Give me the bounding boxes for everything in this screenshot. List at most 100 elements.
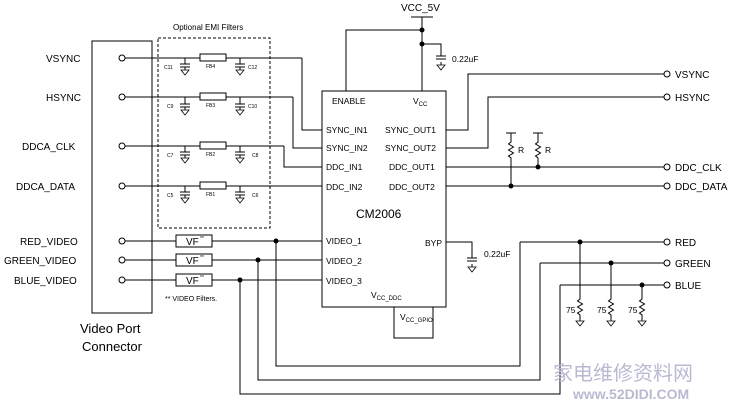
output-ddc-data: DDC_DATA xyxy=(663,182,728,193)
chip-enable-pin: ENABLE xyxy=(332,96,366,106)
chip-ddc-in2-pin: DDC_IN2 xyxy=(326,182,363,192)
wire-blue-return xyxy=(239,280,561,395)
connector-pin-label: VSYNC xyxy=(46,54,80,65)
chip-sync-in2-pin: SYNC_IN2 xyxy=(326,143,368,153)
chip-video3-pin: VIDEO_3 xyxy=(326,276,362,286)
byp-cap-label: 0.22uF xyxy=(484,249,510,259)
termination-label: 75 xyxy=(628,305,638,315)
termination-resistor-green: 75 xyxy=(597,260,616,327)
vf-label: VF xyxy=(186,276,199,287)
connector-pin-hsync: HSYNC xyxy=(46,93,126,104)
connector-pin-label: DDCA_CLK xyxy=(22,142,76,153)
termination-label: 75 xyxy=(566,305,576,315)
vf-marker: ** xyxy=(200,255,204,261)
connector-pin-vsync: VSYNC xyxy=(46,54,126,65)
wire-sync-in1 xyxy=(301,58,322,131)
connector-pin-label: GREEN_VIDEO xyxy=(4,256,76,267)
cap-label: C5 xyxy=(167,193,174,199)
connector-title-line1: Video Port xyxy=(80,321,141,336)
watermark-chinese: 家电维修资料网 xyxy=(553,361,693,385)
chip-vcc-gpio-pin: VCC_GPIO xyxy=(400,312,433,324)
supply-label: VCC_5V xyxy=(401,3,440,14)
ferrite-bead-fb3 xyxy=(199,92,227,101)
vf-label: VF xyxy=(186,237,199,248)
wire-red-return xyxy=(275,241,521,367)
chip-sync-in1-pin: SYNC_IN1 xyxy=(326,125,368,135)
resistor-label: R xyxy=(518,145,524,155)
connector-title-line2: Connector xyxy=(82,339,143,354)
output-hsync: HSYNC xyxy=(663,93,710,104)
cm2006-chip xyxy=(321,90,447,308)
pullup-resistor-1: R xyxy=(506,132,524,189)
connector-pin-blue-video: BLUE_VIDEO xyxy=(14,276,126,287)
output-label: DDC_CLK xyxy=(675,163,722,174)
bead-label: FB4 xyxy=(206,64,215,70)
output-label: HSYNC xyxy=(675,93,710,104)
vf-label: VF xyxy=(186,256,199,267)
wire-sync-in2 xyxy=(292,97,322,149)
chip-video1-pin: VIDEO_1 xyxy=(326,236,362,246)
pullup-resistor-2: R xyxy=(533,132,551,170)
bead-label: FB3 xyxy=(206,103,215,109)
output-label: GREEN xyxy=(675,259,711,270)
video-port-connector-box xyxy=(91,40,153,314)
junction-dot xyxy=(419,27,425,33)
connector-pin-ddca-clk: DDCA_CLK xyxy=(22,142,126,153)
connector-pin-ddca-data: DDCA_DATA xyxy=(16,182,126,193)
wire-ddc-in1 xyxy=(283,146,322,168)
cap-label: C6 xyxy=(252,193,259,199)
termination-resistor-blue: 75 xyxy=(628,282,647,327)
connector-pin-label: DDCA_DATA xyxy=(16,182,75,193)
chip-video2-pin: VIDEO_2 xyxy=(326,256,362,266)
output-vsync: VSYNC xyxy=(663,70,709,81)
chip-sync-out1-pin: SYNC_OUT1 xyxy=(385,125,436,135)
output-red: RED xyxy=(663,238,696,249)
output-label: BLUE xyxy=(675,281,701,292)
cap-label: C8 xyxy=(252,153,259,159)
emi-row-4: C5 FB1 C6 xyxy=(125,181,322,204)
watermark-url: www.52DIDI.COM xyxy=(572,386,689,402)
chip-vcc-ddc-pin: VCC_DDC xyxy=(371,290,402,302)
chip-vcc-pin: VCC xyxy=(413,96,428,108)
cap-label: C12 xyxy=(248,65,257,71)
wire-enable xyxy=(345,29,422,91)
output-label: DDC_DATA xyxy=(675,182,728,193)
video-filter-blue: VF ** xyxy=(125,273,322,287)
chip-ddc-out1-pin: DDC_OUT1 xyxy=(389,162,435,172)
emi-row-2: C9 FB3 C10 xyxy=(125,92,293,116)
chip-sync-out2-pin: SYNC_OUT2 xyxy=(385,143,436,153)
emi-filters-title: Optional EMI Filters xyxy=(173,23,243,32)
emi-filters-dashed-box xyxy=(157,37,271,229)
wire-sync-out1 xyxy=(446,73,664,131)
connector-pin-label: HSYNC xyxy=(46,93,81,104)
chip-ddc-out2-pin: DDC_OUT2 xyxy=(389,182,435,192)
output-blue: BLUE xyxy=(663,281,701,292)
termination-resistor-red: 75 xyxy=(566,239,585,327)
output-label: RED xyxy=(675,238,696,249)
cap-label: C10 xyxy=(248,104,257,110)
wire-green-return xyxy=(257,260,541,381)
connector-pin-red-video: RED_VIDEO xyxy=(20,237,126,248)
chip-name: CM2006 xyxy=(356,207,402,221)
output-label: VSYNC xyxy=(675,70,709,81)
cap-label: C9 xyxy=(167,104,174,110)
vf-marker: ** xyxy=(200,236,204,242)
output-green: GREEN xyxy=(663,259,711,270)
wire-vcc-gpio xyxy=(393,307,434,339)
emi-row-3: C7 FB2 C8 xyxy=(125,141,284,164)
output-ddc-clk: DDC_CLK xyxy=(663,163,722,174)
wire-sync-out2 xyxy=(446,96,664,149)
cap-label: C7 xyxy=(167,153,174,159)
termination-label: 75 xyxy=(597,305,607,315)
video-filters-note: ** VIDEO Filters. xyxy=(165,296,217,303)
bead-label: FB1 xyxy=(206,192,215,198)
video-filter-green: VF ** xyxy=(125,253,322,267)
connector-pin-label: RED_VIDEO xyxy=(20,237,78,248)
connector-pin-green-video: GREEN_VIDEO xyxy=(4,256,126,267)
ferrite-bead-fb2 xyxy=(199,141,227,150)
vf-marker: ** xyxy=(200,275,204,281)
resistor-label: R xyxy=(545,145,551,155)
ferrite-bead-fb4 xyxy=(199,53,227,62)
video-filter-red: VF ** xyxy=(125,234,322,248)
chip-byp-pin: BYP xyxy=(425,238,442,248)
